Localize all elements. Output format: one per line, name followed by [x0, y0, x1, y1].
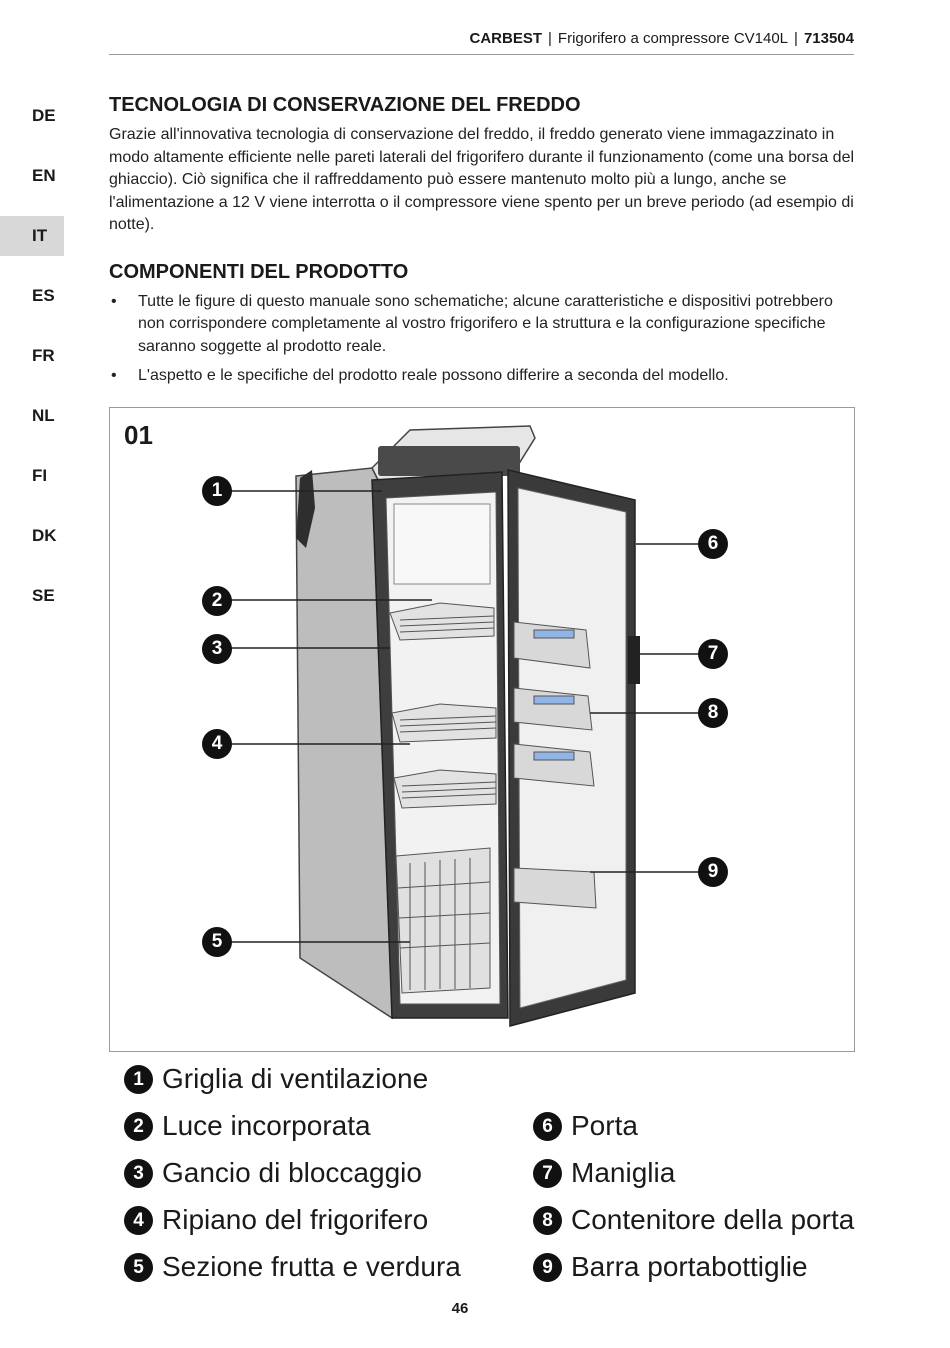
legend-item: 1 Griglia di ventilazione [124, 1062, 428, 1096]
language-tab-se[interactable]: SE [32, 586, 55, 605]
callout-2: 2 [202, 586, 232, 616]
main-content: TECNOLOGIA DI CONSERVAZIONE DEL FREDDO G… [109, 92, 859, 395]
header-separator: | [548, 30, 552, 47]
legend-item: 7 Maniglia [533, 1156, 675, 1190]
legend-number: 5 [124, 1253, 153, 1282]
language-tab-dk[interactable]: DK [32, 526, 57, 545]
section-text-cold-storage: Grazie all'innovativa tecnologia di cons… [109, 126, 855, 233]
legend-text: Gancio di bloccaggio [162, 1157, 422, 1188]
page-header: CARBEST | Frigorifero a compressore CV140L… [109, 28, 854, 55]
section-title-cold-storage: TECNOLOGIA DI CONSERVAZIONE DEL FREDDO [109, 94, 581, 116]
legend-number: 3 [124, 1159, 153, 1188]
figure-label: 01 [124, 420, 153, 450]
language-tab-de[interactable]: DE [32, 106, 56, 125]
callout-3: 3 [202, 634, 232, 664]
legend-text: Ripiano del frigorifero [162, 1204, 429, 1235]
door-bins [513, 621, 597, 909]
legend-text: Barra portabottiglie [571, 1251, 808, 1282]
legend-text: Maniglia [571, 1157, 676, 1188]
section-title-components: COMPONENTI DEL PRODOTTO [109, 260, 409, 283]
legend-item: 3 Gancio di bloccaggio [124, 1156, 422, 1190]
bullet-item: Tutte le figure di questo manuale sono s… [109, 291, 859, 359]
language-tab-it[interactable]: IT [0, 216, 64, 256]
product-code: 713504 [803, 30, 854, 47]
language-tabs: DE EN IT ES FR NL FI DK SE [0, 96, 64, 636]
page-number: 46 [451, 1300, 469, 1317]
legend-item: 9 Barra portabottiglie [533, 1250, 808, 1284]
shelf-group [389, 602, 497, 809]
callout-4: 4 [202, 729, 232, 759]
legend-item: 2 Luce incorporata [124, 1109, 371, 1143]
legend-item: 8 Contenitore della porta [533, 1203, 854, 1237]
legend-item: 4 Ripiano del frigorifero [124, 1203, 428, 1237]
bullet-item: L'aspetto e le specifiche del prodotto r… [109, 365, 859, 388]
callout-1: 1 [202, 476, 232, 506]
fridge-illustration [228, 425, 700, 1027]
legend-text: Contenitore della porta [571, 1204, 855, 1235]
leader-lines [228, 490, 700, 943]
legend-number: 8 [533, 1206, 562, 1235]
crisper-basket [395, 847, 491, 994]
light-panel [393, 503, 491, 585]
components-bullet-list: Tutte le figure di questo manuale sono s… [109, 291, 859, 388]
door-handle [628, 636, 640, 684]
header-separator-2: | [794, 30, 798, 47]
language-tab-nl[interactable]: NL [32, 406, 55, 425]
language-tab-en[interactable]: EN [32, 166, 56, 185]
legend-number: 9 [533, 1253, 562, 1282]
legend-item: 5 Sezione frutta e verdura [124, 1250, 461, 1284]
legend-number: 7 [533, 1159, 562, 1188]
language-tab-fi[interactable]: FI [32, 466, 48, 485]
legend-number: 6 [533, 1112, 562, 1141]
vent-grille-bar [378, 446, 520, 476]
legend-number: 1 [124, 1065, 153, 1094]
legend-item: 6 Porta [533, 1109, 638, 1143]
product-name: Frigorifero a compressore CV140L [557, 30, 789, 47]
callout-7: 7 [698, 639, 728, 669]
callout-6: 6 [698, 529, 728, 559]
callout-5: 5 [202, 927, 232, 957]
brand-name: CARBEST [469, 30, 543, 47]
language-tab-fr[interactable]: FR [32, 346, 55, 365]
callout-8: 8 [698, 698, 728, 728]
legend-number: 2 [124, 1112, 153, 1141]
language-tab-es[interactable]: ES [32, 286, 55, 305]
legend-number: 4 [124, 1206, 153, 1235]
side-bracket [296, 470, 315, 548]
callout-9: 9 [698, 857, 728, 887]
legend-text: Porta [571, 1110, 638, 1141]
legend-text: Griglia di ventilazione [162, 1063, 429, 1094]
fridge-figure: 01 [109, 407, 855, 1052]
legend-text: Luce incorporata [162, 1110, 371, 1141]
legend-text: Sezione frutta e verdura [162, 1251, 461, 1282]
